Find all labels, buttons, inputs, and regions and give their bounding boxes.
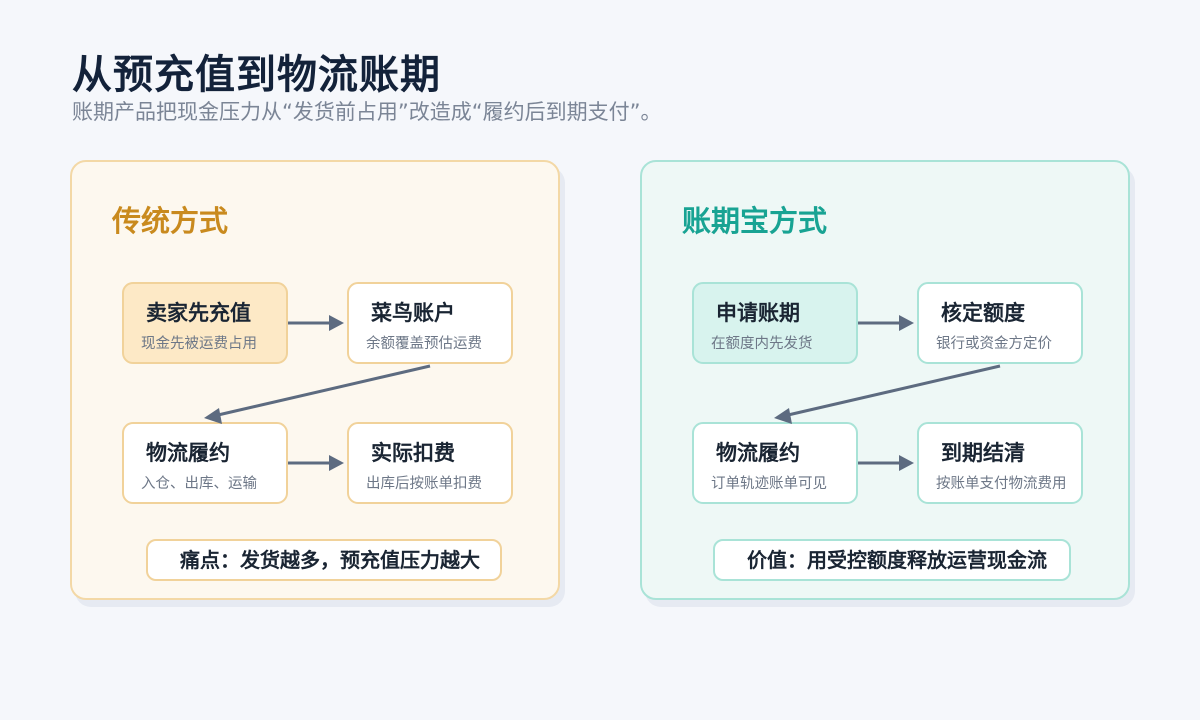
flow-node-fulfillment: 物流履约 入仓、出库、运输 <box>122 422 288 504</box>
arrow-diagonal-icon <box>787 364 1001 417</box>
node-desc: 订单轨迹账单可见 <box>711 476 827 492</box>
node-title: 物流履约 <box>146 441 230 465</box>
arrow-diagonal-icon <box>217 364 431 417</box>
flow-node-prepay: 卖家先充值 现金先被运费占用 <box>122 282 288 364</box>
node-desc: 现金先被运费占用 <box>141 336 257 352</box>
page-subtitle: 账期产品把现金压力从“发货前占用”改造成“履约后到期支付”。 <box>72 100 662 124</box>
node-title: 卖家先充值 <box>146 301 251 325</box>
node-desc: 银行或资金方定价 <box>936 336 1052 352</box>
node-title: 申请账期 <box>716 301 800 325</box>
node-title: 到期结清 <box>941 441 1025 465</box>
arrow-head-icon <box>329 455 344 471</box>
arrow-head-icon <box>899 315 914 331</box>
node-desc: 出库后按账单扣费 <box>366 476 482 492</box>
flow-node-settlement: 到期结清 按账单支付物流费用 <box>917 422 1083 504</box>
arrow-head-icon <box>329 315 344 331</box>
page-title: 从预充值到物流账期 <box>72 52 441 98</box>
node-title: 核定额度 <box>941 301 1025 325</box>
panel-title: 账期宝方式 <box>682 204 828 238</box>
node-title: 物流履约 <box>716 441 800 465</box>
node-desc: 按账单支付物流费用 <box>936 476 1067 492</box>
node-desc: 入仓、出库、运输 <box>141 476 257 492</box>
node-desc: 在额度内先发货 <box>711 336 813 352</box>
panel-title: 传统方式 <box>112 204 229 238</box>
traditional-panel: 传统方式 卖家先充值 现金先被运费占用 菜鸟账户 余额覆盖预估运费 物流履约 入… <box>70 160 560 600</box>
node-desc: 余额覆盖预估运费 <box>366 336 482 352</box>
flow-node-limit: 核定额度 银行或资金方定价 <box>917 282 1083 364</box>
pain-point-note: 痛点：发货越多，预充值压力越大 <box>146 539 502 581</box>
flow-node-deduction: 实际扣费 出库后按账单扣费 <box>347 422 513 504</box>
node-title: 菜鸟账户 <box>371 301 455 325</box>
flow-node-apply: 申请账期 在额度内先发货 <box>692 282 858 364</box>
arrow-head-icon <box>899 455 914 471</box>
flow-node-fulfillment: 物流履约 订单轨迹账单可见 <box>692 422 858 504</box>
node-title: 实际扣费 <box>371 441 455 465</box>
flow-node-account: 菜鸟账户 余额覆盖预估运费 <box>347 282 513 364</box>
credit-term-panel: 账期宝方式 申请账期 在额度内先发货 核定额度 银行或资金方定价 物流履约 订单… <box>640 160 1130 600</box>
value-note: 价值：用受控额度释放运营现金流 <box>713 539 1071 581</box>
